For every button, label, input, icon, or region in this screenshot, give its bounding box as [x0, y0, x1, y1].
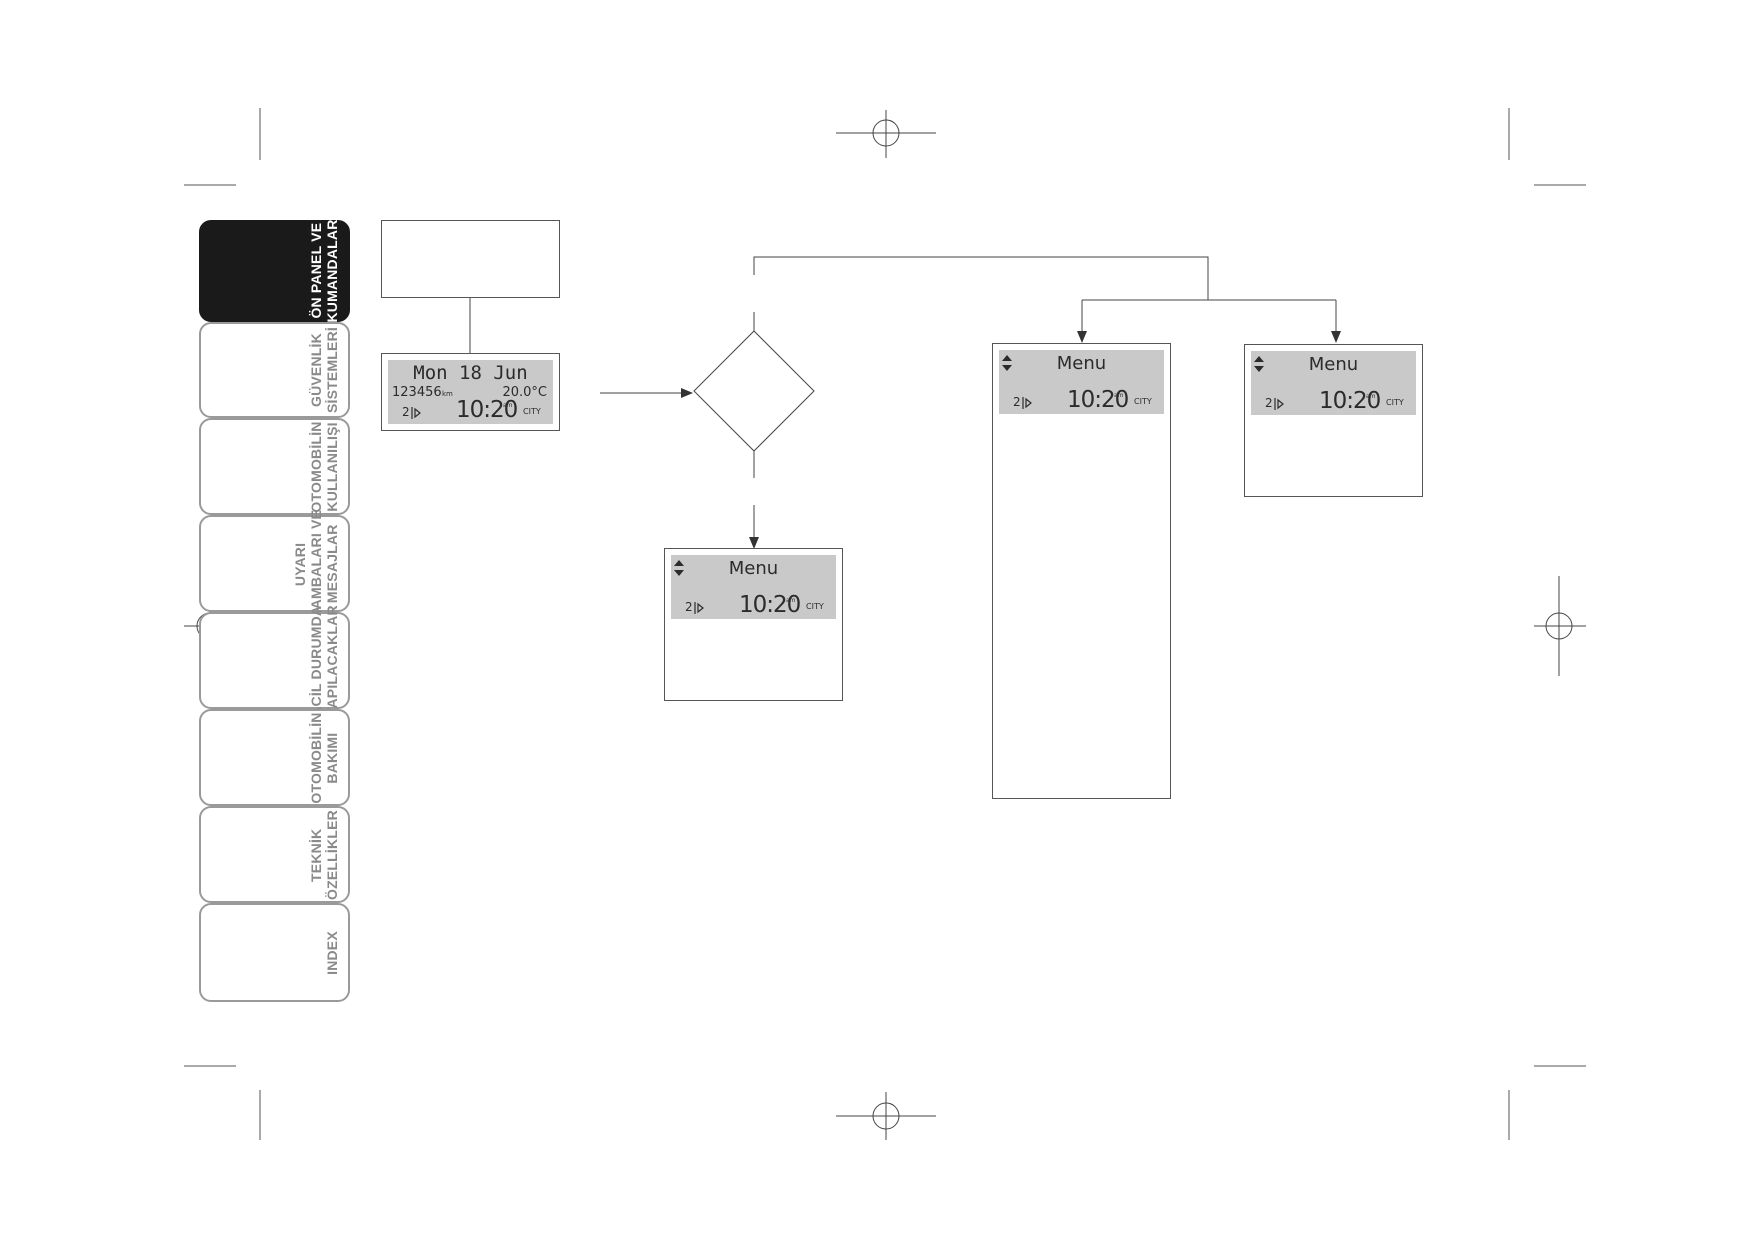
tab-on-panel-ve-kumandalar[interactable]: ÖN PANEL VE KUMANDALAR [199, 219, 350, 323]
menu-display-box-tall: Menu 2 10:20 am CITY [992, 343, 1171, 799]
lcd-gear: 2 [1265, 396, 1273, 410]
lcd-temperature: 20.0°C [502, 385, 547, 400]
tab-label: TEKNİK ÖZELLİKLER [308, 809, 340, 900]
tab-guvenlik-sistemleri[interactable]: GÜVENLİK SİSTEMLERİ [199, 322, 350, 418]
lcd-ampm: am [786, 597, 796, 604]
tab-otomobilin-bakimi[interactable]: OTOMOBİLİN BAKIMI [199, 709, 350, 806]
lcd-ampm: am [1366, 393, 1376, 400]
lcd-gear: 2 [402, 405, 410, 419]
lcd-odometer: 123456 [392, 385, 442, 400]
menu-display-box-center: Menu 2 10:20 am CITY [664, 548, 843, 701]
up-down-arrows-icon [674, 560, 684, 581]
gear-shift-icon [1022, 396, 1032, 409]
lcd-screen: Menu 2 10:20 am CITY [671, 555, 836, 619]
tab-label: GÜVENLİK SİSTEMLERİ [308, 326, 340, 414]
up-down-arrows-icon [1002, 355, 1012, 376]
tab-acil-durumda-yapilacaklar[interactable]: ACİL DURUMDA YAPILACAKLAR [199, 605, 350, 716]
tab-label: ACİL DURUMDA YAPILACAKLAR [308, 604, 340, 717]
lcd-odometer-unit: km [442, 390, 453, 398]
menu-display-box-right: Menu 2 10:20 am CITY [1244, 344, 1423, 497]
gear-shift-icon [411, 406, 421, 419]
tab-uyari-lambalari-ve-mesajlar[interactable]: UYARI LAMBALARI VE MESAJLAR [199, 509, 350, 618]
main-display-box: Mon 18 Jun 123456 km 20.0°C 2 10:20 am C… [381, 353, 560, 431]
lcd-menu-title: Menu [1308, 354, 1359, 375]
lcd-screen: Mon 18 Jun 123456 km 20.0°C 2 10:20 am C… [388, 360, 553, 424]
lcd-gear: 2 [685, 600, 693, 614]
lcd-screen: Menu 2 10:20 am CITY [999, 350, 1164, 414]
gear-shift-icon [1274, 397, 1284, 410]
tab-label: UYARI LAMBALARI VE MESAJLAR [292, 509, 340, 618]
lcd-ampm: am [1114, 392, 1124, 399]
tab-teknik-ozellikler[interactable]: TEKNİK ÖZELLİKLER [199, 806, 350, 903]
connectors [469, 256, 1341, 549]
lcd-time: 10:20 [1319, 388, 1381, 414]
lcd-menu-title: Menu [1056, 353, 1107, 374]
lcd-mode: CITY [806, 602, 824, 611]
lcd-time: 10:20 [1067, 387, 1129, 413]
tab-label: ÖN PANEL VE KUMANDALAR [308, 219, 340, 323]
tab-label: OTOMOBİLİN KULLANILIŞI [308, 420, 340, 513]
lcd-mode: CITY [523, 407, 541, 416]
lcd-time: 10:20 [456, 397, 518, 423]
tab-otomobilin-kullanilisi[interactable]: OTOMOBİLİN KULLANILIŞI [199, 418, 350, 515]
tab-index[interactable]: INDEX [199, 903, 350, 1002]
lcd-mode: CITY [1386, 398, 1404, 407]
gear-shift-icon [694, 601, 704, 614]
lcd-ampm: am [503, 402, 513, 409]
lcd-mode: CITY [1134, 397, 1152, 406]
tab-label: INDEX [324, 930, 340, 975]
lcd-date: Mon 18 Jun [413, 362, 528, 384]
lcd-menu-title: Menu [728, 558, 779, 579]
lcd-gear: 2 [1013, 395, 1021, 409]
empty-callout-box [381, 220, 560, 298]
lcd-screen: Menu 2 10:20 am CITY [1251, 351, 1416, 415]
crop-marks [184, 108, 1586, 1140]
lcd-time: 10:20 [739, 592, 801, 618]
tab-label: OTOMOBİLİN BAKIMI [308, 711, 340, 804]
up-down-arrows-icon [1254, 356, 1264, 377]
